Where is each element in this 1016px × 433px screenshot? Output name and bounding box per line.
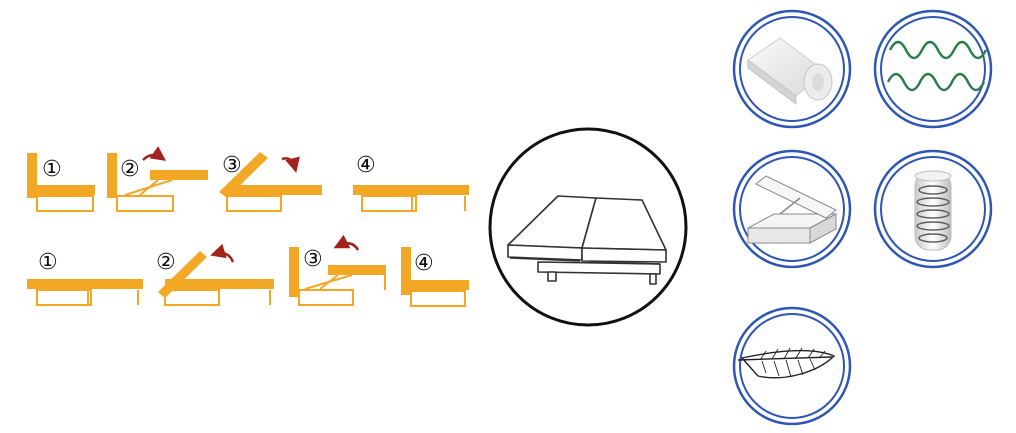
- rotate-arrow-icon: [281, 156, 300, 173]
- step-number: ②: [156, 250, 176, 275]
- fold-step-2: ②: [156, 243, 274, 306]
- unfold-step-1: ①: [27, 153, 95, 212]
- step-number: ①: [42, 157, 62, 182]
- step-number: ④: [356, 153, 376, 178]
- fold-step-3: ③: [289, 234, 386, 306]
- step-number: ③: [303, 247, 323, 272]
- zigzag-spring-icon: [873, 9, 993, 129]
- unfold-sequence: ① ② ③ ④: [27, 146, 469, 212]
- unfold-step-4: ④: [353, 153, 469, 212]
- rotate-arrow-icon: [142, 146, 167, 161]
- step-number: ③: [222, 153, 242, 178]
- unfold-step-3: ③: [219, 152, 322, 212]
- sofa-bed-illustration: [488, 127, 688, 327]
- fold-sequence: ① ② ③ ④: [27, 234, 469, 307]
- step-number: ④: [414, 251, 434, 276]
- fold-step-4: ④: [401, 247, 469, 307]
- unfold-step-2: ②: [107, 146, 208, 212]
- rotate-arrow-icon: [333, 234, 360, 251]
- rotate-arrow-icon: [210, 243, 235, 263]
- step-number: ②: [120, 157, 140, 182]
- feather-icon: [732, 306, 852, 426]
- feature-icons: [732, 9, 993, 426]
- foam-roll-icon: [732, 9, 852, 129]
- storage-box-icon: [732, 149, 852, 269]
- pocket-spring-icon: [873, 149, 993, 269]
- fold-step-1: ①: [27, 250, 143, 306]
- step-number: ①: [38, 250, 58, 275]
